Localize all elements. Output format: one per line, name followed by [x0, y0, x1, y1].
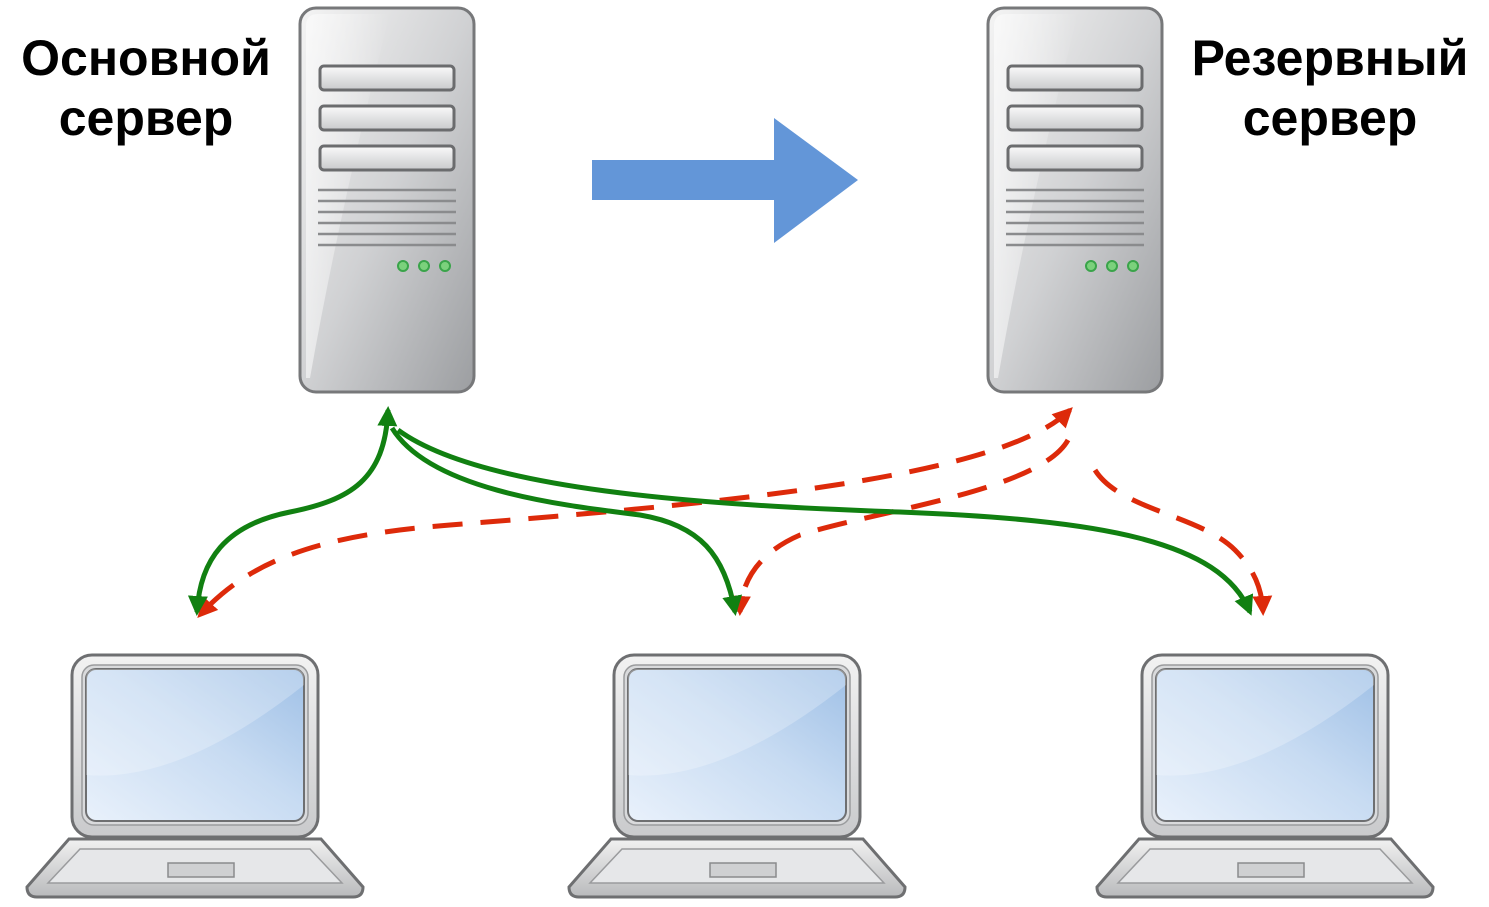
primary-server-label-line1: Основной: [21, 30, 271, 86]
backup-server-label-line1: Резервный: [1191, 30, 1469, 86]
backup-server-icon: [986, 6, 1164, 394]
failover-connection-right: [1092, 468, 1273, 616]
primary-server-label: Основной сервер: [0, 28, 292, 148]
primary-server-icon: [298, 6, 476, 394]
laptop-right-icon: [1095, 653, 1435, 899]
backup-server-label-line2: сервер: [1242, 90, 1418, 146]
replication-arrow-icon: [592, 118, 858, 243]
backup-server-label: Резервный сервер: [1170, 28, 1489, 148]
active-connections: [187, 406, 1254, 616]
active-connection-middle: [389, 426, 743, 616]
laptop-middle-icon: [567, 653, 907, 899]
failover-connection-middle: [730, 438, 1071, 616]
laptop-left-icon: [25, 653, 365, 899]
active-connection-right: [396, 427, 1254, 616]
failover-connections: [197, 407, 1273, 618]
active-connection-left: [187, 406, 398, 616]
primary-server-label-line2: сервер: [58, 90, 234, 146]
